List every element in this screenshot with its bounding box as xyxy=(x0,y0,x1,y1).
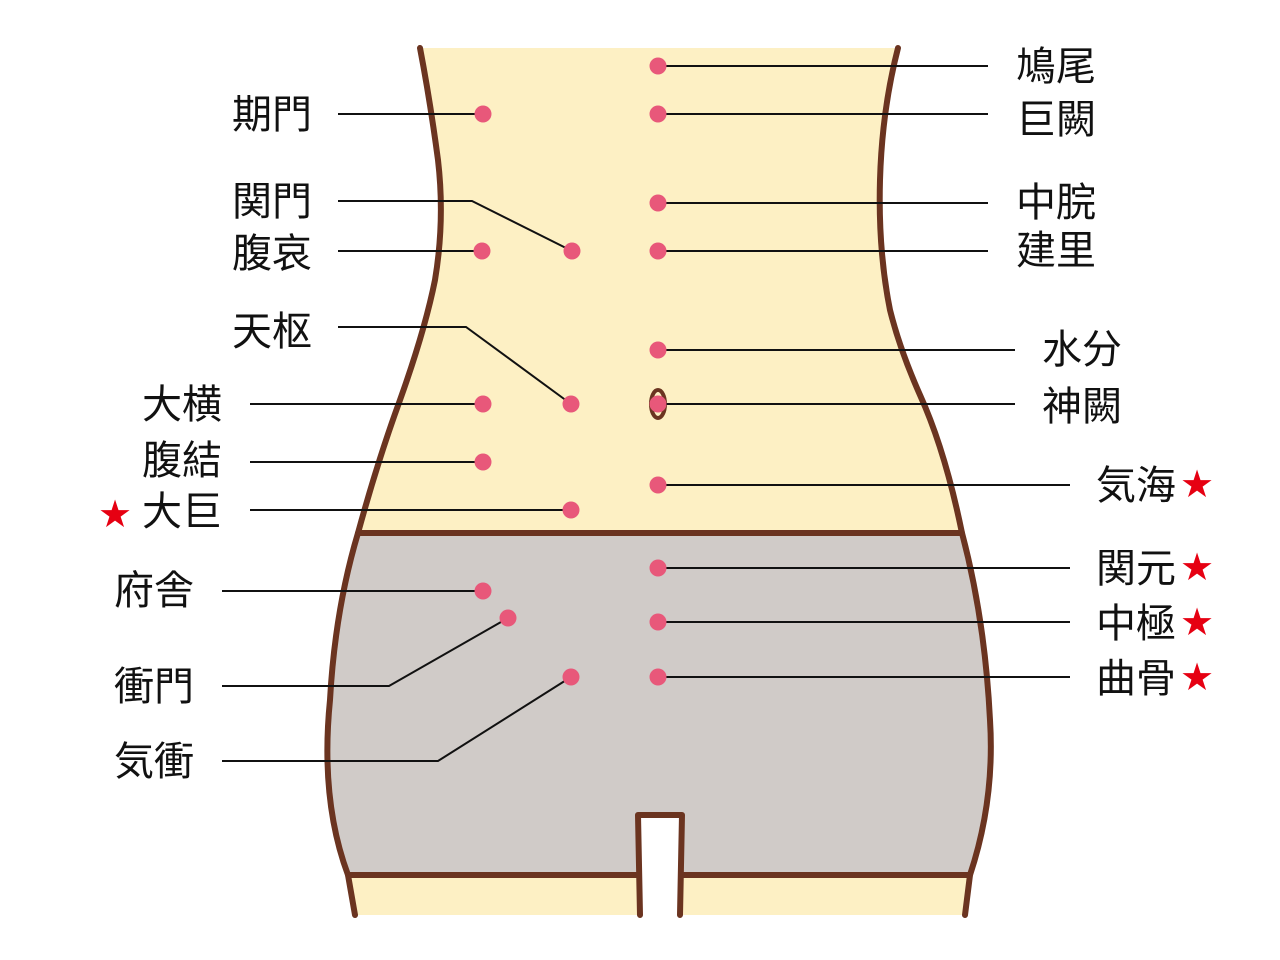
point-kyokkotsu xyxy=(649,668,667,686)
point-kangen xyxy=(649,559,667,577)
point-daio xyxy=(474,395,492,413)
left-leg xyxy=(348,875,638,915)
label-koketsu: 巨闕 xyxy=(1016,97,1096,143)
label-daiko: 大巨 xyxy=(142,489,222,535)
label-kimon: 期門 xyxy=(232,92,312,138)
leader-lines xyxy=(222,65,1070,762)
point-fukketsu xyxy=(474,453,492,471)
point-koketsu xyxy=(649,105,667,123)
point-tensu xyxy=(562,395,580,413)
label-kyubi: 鳩尾 xyxy=(1016,44,1096,90)
point-fusha xyxy=(474,582,492,600)
point-chukan xyxy=(649,194,667,212)
label-fukketsu: 腹結 xyxy=(142,438,222,484)
star-chukyoku: ★ xyxy=(1180,600,1214,644)
label-chukyoku: 中極 xyxy=(1096,601,1176,647)
point-shinketsu xyxy=(649,395,667,413)
point-daiko xyxy=(562,501,580,519)
right-leg xyxy=(682,875,970,915)
label-kenri: 建里 xyxy=(1016,228,1096,274)
leader-kisho xyxy=(222,676,572,762)
label-kangen: 関元 xyxy=(1096,546,1176,592)
label-fusha: 府舎 xyxy=(114,568,194,614)
left-labels: 期門 関門 腹哀 天枢 大横 腹結 ★ 大巨 府舎 衝門 気衝 xyxy=(98,92,312,785)
point-kimon xyxy=(474,105,492,123)
point-chukyoku xyxy=(649,613,667,631)
point-kisho xyxy=(562,668,580,686)
label-suibun: 水分 xyxy=(1042,327,1122,373)
point-kanmon xyxy=(563,242,581,260)
label-kyokkotsu: 曲骨 xyxy=(1096,656,1176,702)
shorts xyxy=(327,533,991,875)
star-kikai: ★ xyxy=(1180,462,1214,506)
point-kyubi xyxy=(649,57,667,75)
point-shomon xyxy=(499,609,517,627)
label-daio: 大横 xyxy=(142,382,222,428)
label-chukan: 中脘 xyxy=(1016,180,1096,226)
leader-kanmon xyxy=(338,200,573,252)
star-daiko: ★ xyxy=(98,492,132,536)
point-suibun xyxy=(649,341,667,359)
right-labels: 鳩尾 巨闕 中脘 建里 水分 神闕 気海 ★ 関元 ★ 中極 ★ 曲骨 ★ xyxy=(1016,44,1214,702)
leader-tensu xyxy=(338,326,572,405)
label-kisho: 気衝 xyxy=(114,739,194,785)
label-fukuai: 腹哀 xyxy=(232,231,312,277)
star-kangen: ★ xyxy=(1180,545,1214,589)
label-shinketsu: 神闕 xyxy=(1042,384,1122,430)
star-kyokkotsu: ★ xyxy=(1180,655,1214,699)
point-kenri xyxy=(649,242,667,260)
leader-shomon xyxy=(222,617,509,687)
label-kanmon: 関門 xyxy=(232,179,312,225)
label-kikai: 気海 xyxy=(1096,463,1176,509)
acupoints xyxy=(473,57,667,686)
label-tensu: 天枢 xyxy=(232,309,312,355)
point-fukuai xyxy=(473,242,491,260)
point-kikai xyxy=(649,476,667,494)
label-shomon: 衝門 xyxy=(114,664,194,710)
torso-skin xyxy=(358,48,962,533)
body-outline xyxy=(324,45,994,918)
